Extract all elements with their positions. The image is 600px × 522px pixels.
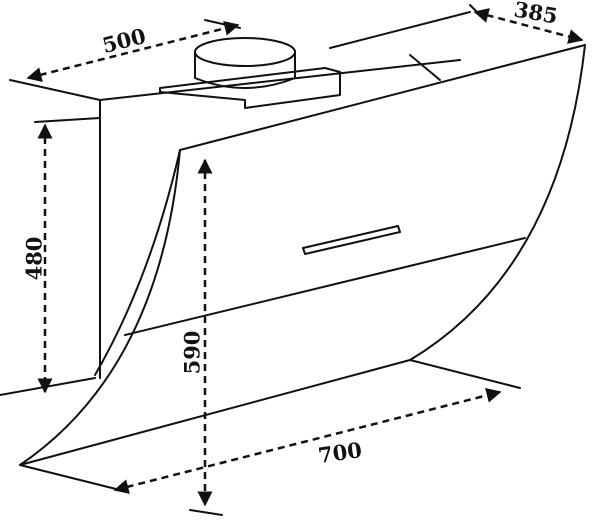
dim-label-480: 480 (21, 236, 47, 281)
glass-panel (0, 44, 586, 491)
dim-label-590: 590 (179, 330, 205, 375)
dim-line-500 (26, 21, 240, 82)
mounting-plate (159, 67, 341, 109)
dim-line-385 (473, 8, 584, 44)
control-handle (302, 225, 401, 255)
dim-line-700 (113, 388, 502, 494)
hood-body (9, 54, 461, 379)
